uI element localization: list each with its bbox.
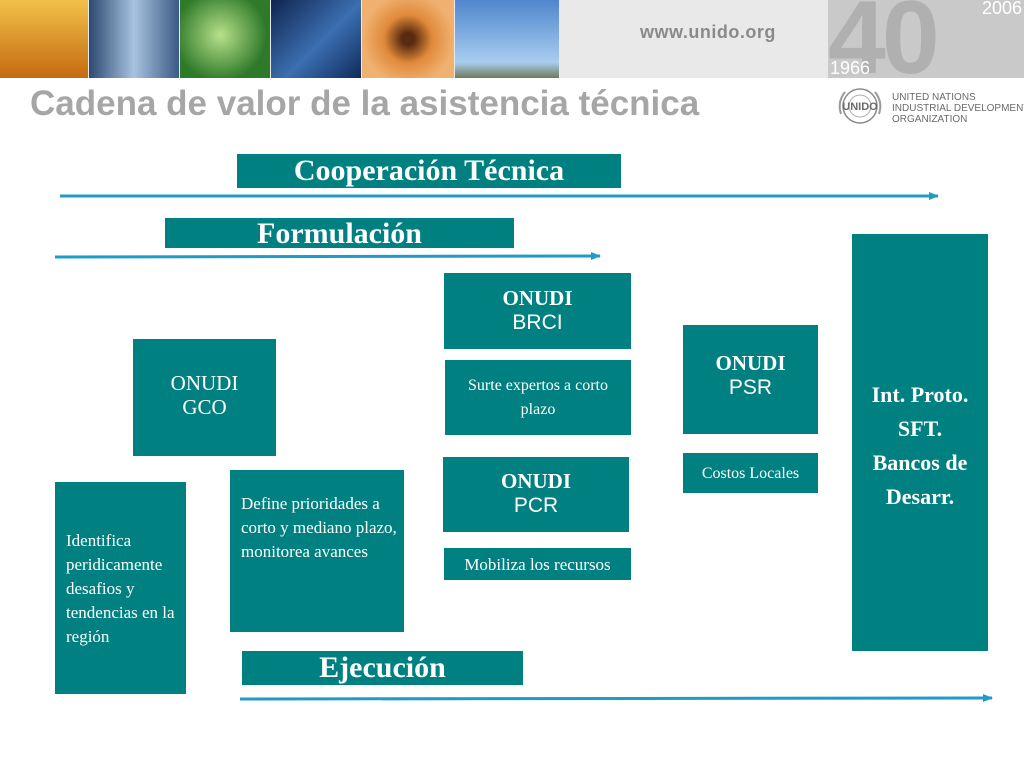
wind-turbines-photo — [455, 0, 559, 78]
onudi-psr-box: ONUDI PSR — [683, 325, 818, 434]
identifica-box: Identifica peridicamente desafios y tend… — [55, 482, 186, 694]
onudi-label: ONUDI — [502, 286, 573, 310]
onudi-label: ONUDI — [500, 469, 571, 493]
logo-text: UNITED NATIONS INDUSTRIAL DEVELOPMENT OR… — [892, 92, 1024, 125]
anniversary-end-year: 2006 — [981, 0, 1022, 18]
onudi-pcr-box: ONUDI PCR — [443, 457, 629, 532]
formulacion-arrow — [54, 252, 601, 261]
leaf-photo — [180, 0, 270, 78]
pcr-code: PCR — [513, 494, 559, 517]
onudi-label: ONUDI — [170, 371, 239, 395]
kite-photo — [0, 0, 88, 78]
ejecucion-header: Ejecución — [242, 651, 523, 685]
brci-code: BRCI — [512, 311, 563, 334]
onudi-gco-box: ONUDI GCO — [133, 339, 276, 456]
un-emblem-icon: UNIDO — [838, 88, 882, 124]
formulacion-header: Formulación — [165, 218, 514, 250]
logo-line: UNITED NATIONS — [892, 92, 976, 103]
anniversary-number: 40 — [828, 0, 940, 78]
partner-line: SFT. — [897, 416, 943, 441]
partners-box: Int. Proto. SFT. Bancos de Desarr. — [852, 234, 988, 651]
partner-line: Int. Proto. — [871, 382, 969, 407]
website-url[interactable]: www.unido.org — [640, 22, 776, 42]
mobiliza-box: Mobiliza los recursos — [444, 548, 631, 580]
anniversary-start-year: 1966 — [830, 58, 871, 78]
define-box: Define prioridades a corto y mediano pla… — [230, 470, 404, 632]
logo-line: ORGANIZATION — [892, 114, 968, 125]
circuit-board-photo — [271, 0, 361, 78]
ejecucion-arrow — [239, 694, 993, 703]
psr-code: PSR — [728, 376, 773, 399]
partner-line: Bancos de — [872, 450, 968, 475]
anniversary-badge: 40 1966 2006 — [828, 0, 1024, 78]
onudi-label: ONUDI — [715, 351, 786, 375]
logo-emblem-text: UNIDO — [842, 101, 878, 113]
logo-line: INDUSTRIAL DEVELOPMENT — [892, 103, 1024, 114]
test-tubes-photo — [89, 0, 179, 78]
gco-code: GCO — [182, 395, 227, 419]
onudi-brci-box: ONUDI BRCI — [444, 273, 631, 349]
page-title: Cadena de valor de la asistencia técnica — [30, 84, 700, 123]
flower-photo — [362, 0, 454, 78]
cooperacion-header: Cooperación Técnica — [237, 154, 621, 188]
costos-locales-box: Costos Locales — [683, 453, 818, 493]
surte-box: Surte expertos a corto plazo — [445, 360, 631, 435]
partner-line: Desarr. — [885, 484, 955, 509]
